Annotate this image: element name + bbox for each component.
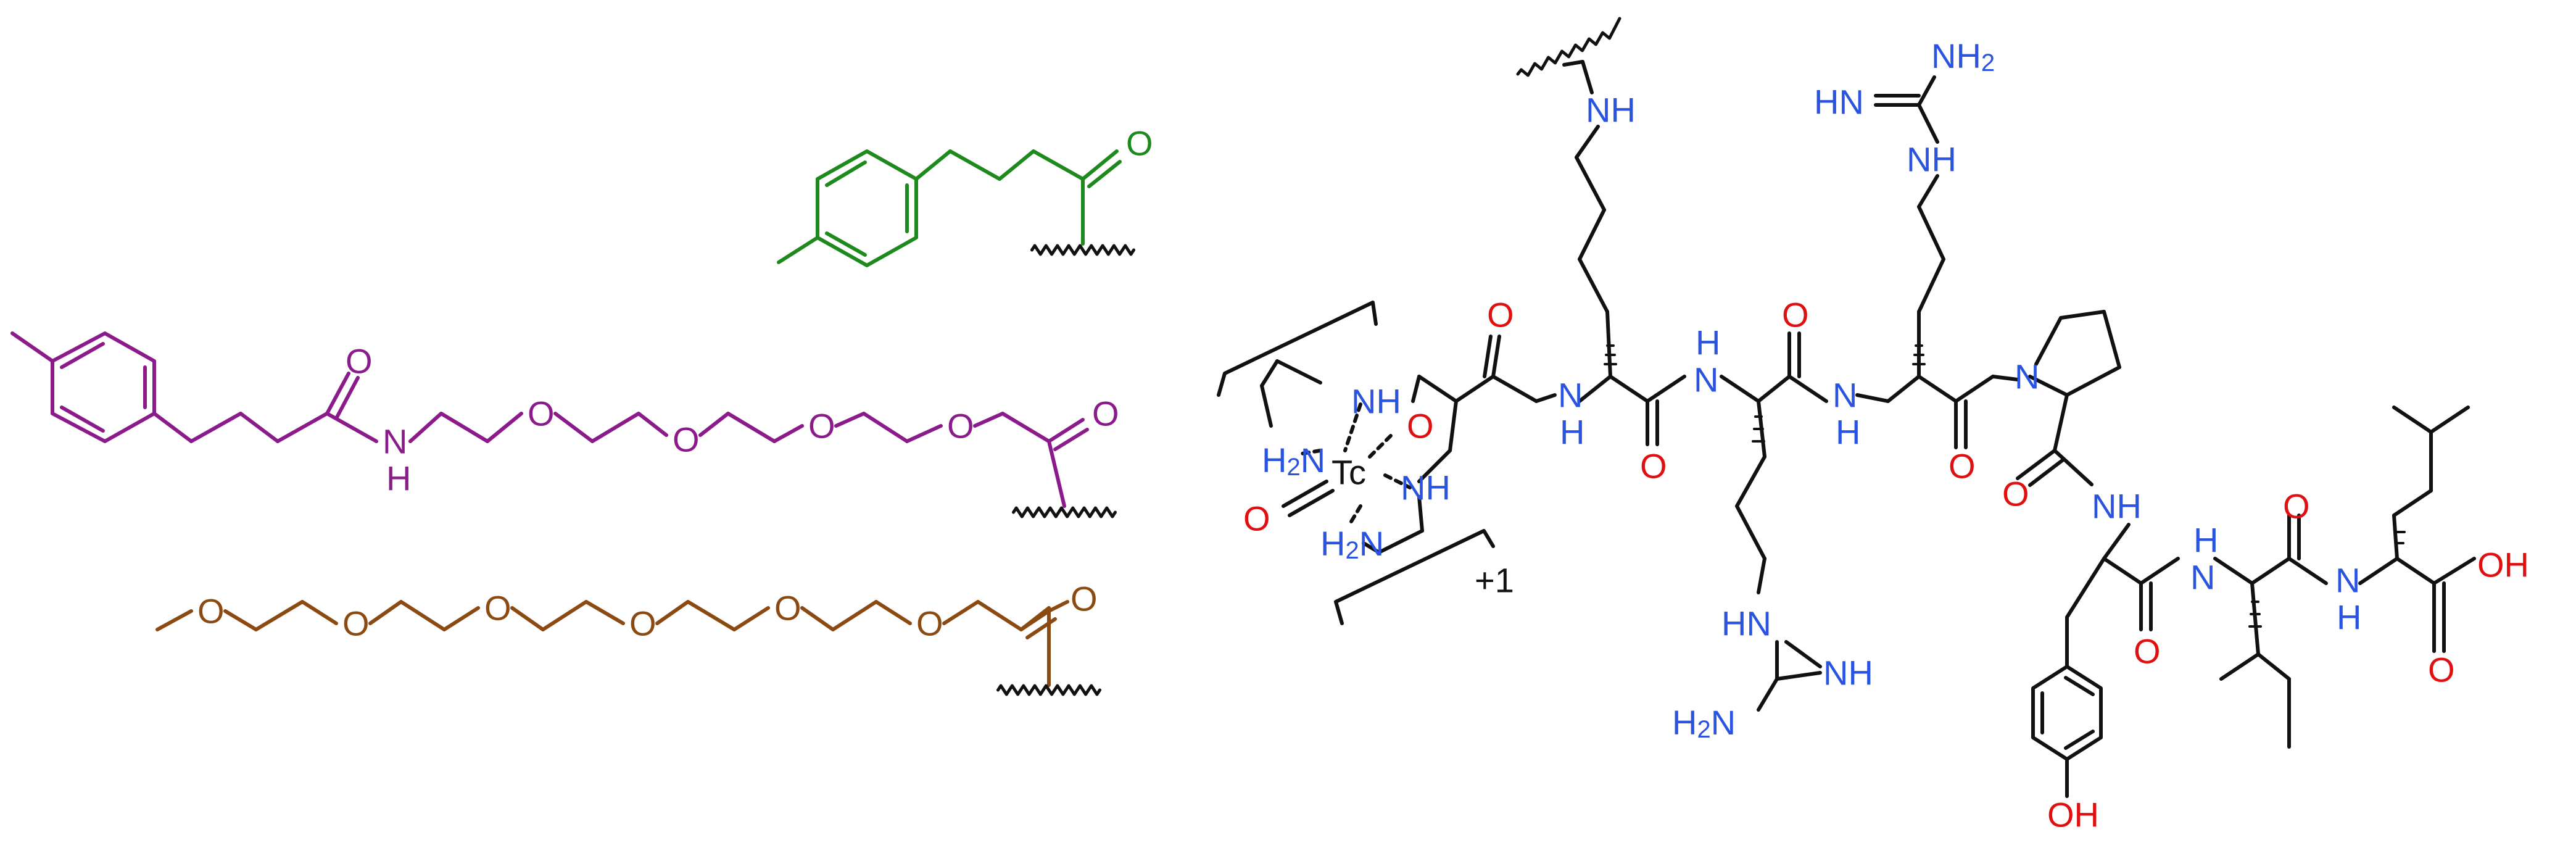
arg2-backbone-n: N	[1833, 376, 1857, 415]
brown-ether-oxygen-4: O	[774, 589, 801, 628]
complex-oxo-left: O	[1243, 499, 1270, 538]
arg1-guanidine-nh: NH	[1823, 654, 1873, 693]
purple-ether-oxygen-3: O	[808, 407, 835, 446]
arg2-guanidine-nh2: NH2	[1931, 36, 1995, 77]
purple-carbonyl-oxygen-2: O	[1092, 394, 1119, 433]
carbonyl-oxygen-1: O	[1487, 296, 1514, 335]
brown-ether-oxygen-5: O	[916, 604, 943, 643]
purple-amide-hydrogen: H	[386, 459, 411, 498]
complex-nh-bottom: NH	[1401, 468, 1451, 507]
brown-ether-oxygen-1: O	[342, 604, 370, 643]
leucine-backbone-n: N	[2335, 561, 2360, 600]
stereo-hash-bonds	[1604, 344, 2406, 628]
acid-carbonyl-oxygen: O	[2428, 651, 2455, 689]
carbonyl-oxygen-2: O	[1640, 447, 1667, 486]
green-carbonyl-oxygen: O	[1126, 124, 1153, 163]
arg1-guanidine-h2n: H2N	[1672, 703, 1736, 744]
technetium-complex-bonds	[1217, 301, 1538, 625]
brown-methoxy-oxygen: O	[197, 592, 225, 631]
purple-ether-oxygen-2: O	[673, 420, 700, 459]
purple-ether-oxygen-4: O	[947, 407, 974, 446]
lysine-attachment-wavy-line	[1516, 17, 1621, 77]
brown-attachment-wavy-line	[996, 684, 1101, 696]
isoleucine-backbone-h: H	[2193, 521, 2218, 560]
arg2-backbone-h: H	[1836, 413, 1860, 452]
tyrosine-phenol-oh: OH	[2047, 796, 2099, 834]
arg2-guanidine-hn: HN	[1814, 83, 1864, 122]
brown-ether-oxygen-2: O	[484, 589, 511, 628]
carbonyl-oxygen-3: O	[1782, 296, 1809, 335]
purple-fragment	[10, 331, 1089, 508]
complex-charge: +1	[1475, 561, 1514, 600]
purple-carbonyl-oxygen: O	[346, 342, 373, 381]
complex-oxo-right: O	[1407, 407, 1434, 446]
brown-carbonyl-oxygen: O	[1071, 580, 1098, 618]
peptide-bonds	[1534, 60, 2476, 798]
purple-ether-oxygen-1: O	[528, 394, 555, 433]
arg1-backbone-n: N	[1694, 360, 1718, 399]
arg1-guanidine-hn: HN	[1721, 604, 1771, 643]
acid-hydroxyl: OH	[2477, 546, 2529, 584]
lysine-backbone-h: H	[1560, 413, 1584, 452]
brown-ether-oxygen-3: O	[629, 604, 656, 643]
isoleucine-backbone-n: N	[2190, 558, 2215, 597]
arg2-guanidine-nh: NH	[1907, 140, 1957, 179]
carbonyl-oxygen-4: O	[1949, 447, 1976, 486]
brown-fragment	[155, 600, 1069, 687]
leucine-backbone-h: H	[2337, 598, 2361, 637]
complex-nh2-bottom: H2N	[1320, 524, 1384, 565]
carbonyl-oxygen-7: O	[2283, 487, 2310, 526]
complex-nh2-left: H2N	[1262, 441, 1325, 481]
carbonyl-oxygen-5: O	[2002, 475, 2029, 514]
green-fragment	[777, 149, 1122, 267]
proline-nitrogen: N	[2015, 357, 2039, 396]
tyrosine-nh: NH	[2092, 487, 2142, 526]
carbonyl-oxygen-6: O	[2134, 632, 2161, 671]
complex-nh-top: NH	[1351, 382, 1401, 421]
green-attachment-wavy-line	[1030, 244, 1135, 256]
lysine-side-chain-nh: NH	[1586, 91, 1636, 130]
lysine-backbone-n: N	[1558, 376, 1583, 415]
purple-attachment-wavy-line	[1012, 506, 1117, 518]
arg1-backbone-h: H	[1696, 323, 1720, 362]
purple-amide-nitrogen: N	[383, 422, 407, 461]
technetium-symbol: Tc	[1331, 453, 1366, 492]
